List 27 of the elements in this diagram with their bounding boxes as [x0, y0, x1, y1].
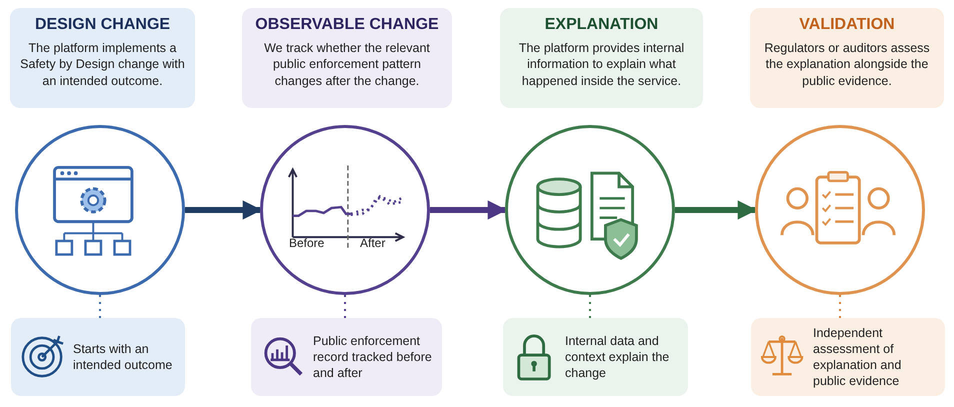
summary-card: [503, 318, 688, 396]
card-description: The platform provides internal information to explain what happened inside the service.: [518, 40, 686, 89]
axis-label: After: [360, 236, 386, 250]
step-card: [10, 8, 195, 108]
step-card: [750, 8, 944, 108]
card-description: Internal data and context explain the change: [565, 332, 670, 382]
arrow: [675, 200, 757, 220]
card-description: The platform implements a Safety by Design change with an intended outcome.: [19, 40, 186, 89]
card-description: Starts with an intended outcome: [73, 340, 174, 374]
card-heading: DESIGN CHANGE: [34, 16, 172, 34]
summary-card: [751, 318, 945, 396]
card-heading: VALIDATION: [798, 16, 896, 34]
dotted-connector: [344, 295, 346, 318]
card-description: Independent assessment of explanation and public evidence: [813, 324, 902, 390]
summary-card: [251, 318, 442, 396]
dotted-connector: [589, 295, 591, 318]
arrow: [430, 200, 507, 220]
summary-card: [11, 318, 185, 396]
card-heading: OBSERVABLE CHANGE: [254, 16, 440, 34]
card-description: Regulators or auditors assess the explanation alongside the public evidence.: [763, 40, 931, 89]
dotted-connector: [99, 295, 101, 318]
axis-label: Before: [289, 236, 324, 250]
dotted-connector: [839, 295, 841, 318]
card-heading: EXPLANATION: [544, 16, 660, 34]
arrow: [185, 200, 262, 220]
card-description: We track whether the relevant public enforcement pattern changes after the change.: [263, 40, 431, 89]
card-description: Public enforcement record tracked before and after: [313, 332, 432, 382]
